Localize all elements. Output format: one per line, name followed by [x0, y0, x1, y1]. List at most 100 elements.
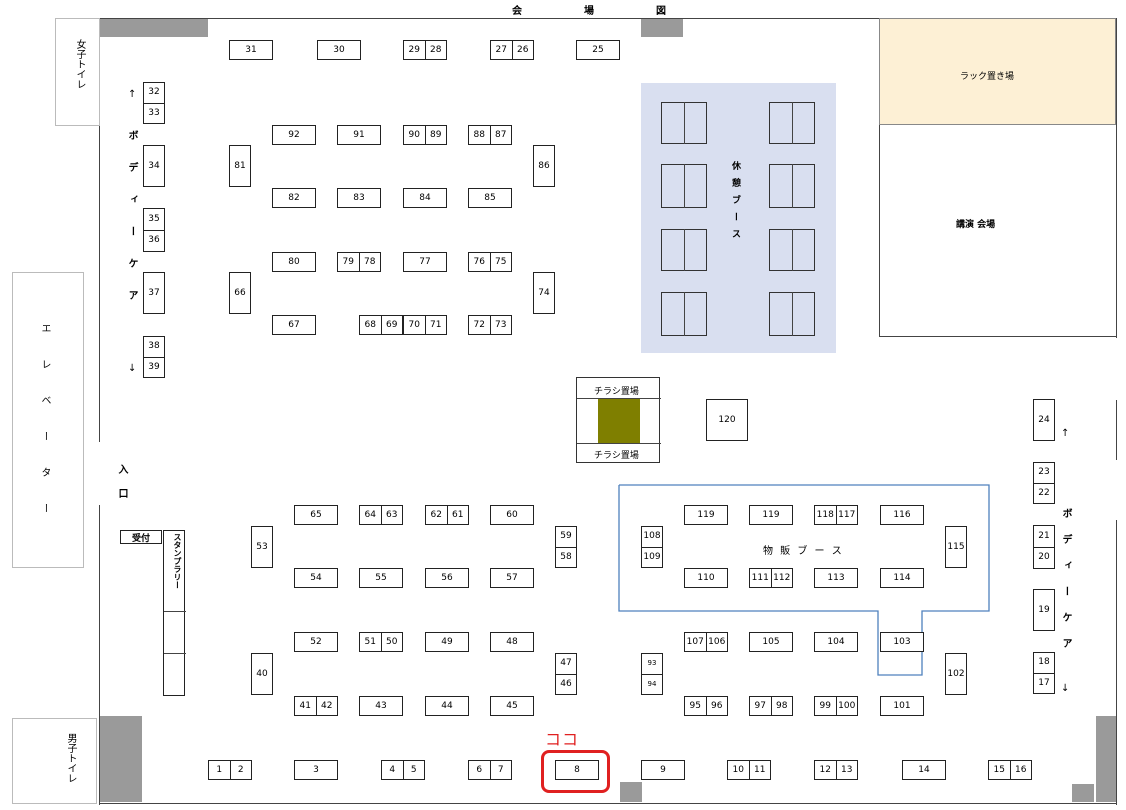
merch-booth-label: 物 販 ブ ー ス: [763, 546, 844, 557]
booth-number: 28: [430, 44, 442, 55]
booth-divider: [1009, 761, 1011, 779]
booth-86[interactable]: 86: [533, 145, 555, 187]
booth-45[interactable]: 45: [490, 696, 534, 716]
booth-60[interactable]: 60: [490, 505, 534, 525]
booth-110[interactable]: 110: [684, 568, 728, 588]
booth-85[interactable]: 85: [468, 188, 512, 208]
booth-31[interactable]: 31: [229, 40, 273, 60]
booth-102[interactable]: 102: [945, 653, 967, 695]
booth-8[interactable]: 8: [555, 760, 599, 780]
booth-65[interactable]: 65: [294, 505, 338, 525]
booth-55[interactable]: 55: [359, 568, 403, 588]
booth-number: 61: [452, 509, 464, 520]
booth-19[interactable]: 19: [1033, 589, 1055, 631]
booth-40[interactable]: 40: [251, 653, 273, 695]
booth-119-a[interactable]: 119: [684, 505, 728, 525]
booth-92[interactable]: 92: [272, 125, 316, 145]
stamp-rally-table[interactable]: スタンプラリー: [163, 530, 186, 696]
booth-83[interactable]: 83: [337, 188, 381, 208]
booth-number: 12: [819, 764, 831, 775]
booth-66[interactable]: 66: [229, 272, 251, 314]
booth-113[interactable]: 113: [814, 568, 858, 588]
booth-101[interactable]: 101: [880, 696, 924, 716]
reception-desk[interactable]: 受付: [120, 530, 162, 544]
booth-number: 80: [288, 256, 300, 267]
booth-114[interactable]: 114: [880, 568, 924, 588]
booth-91[interactable]: 91: [337, 125, 381, 145]
booth-9[interactable]: 9: [641, 760, 685, 780]
booth-82[interactable]: 82: [272, 188, 316, 208]
booth-49[interactable]: 49: [425, 632, 469, 652]
booth-77[interactable]: 77: [403, 252, 447, 272]
booth-34[interactable]: 34: [143, 145, 165, 187]
booth-52[interactable]: 52: [294, 632, 338, 652]
booth-116[interactable]: 116: [880, 505, 924, 525]
booth-54[interactable]: 54: [294, 568, 338, 588]
booth-44[interactable]: 44: [425, 696, 469, 716]
booth-80[interactable]: 80: [272, 252, 316, 272]
booth-56[interactable]: 56: [425, 568, 469, 588]
booth-81[interactable]: 81: [229, 145, 251, 187]
booth-divider: [556, 673, 576, 675]
booth-divider: [770, 697, 772, 715]
booth-53[interactable]: 53: [251, 526, 273, 568]
booth-30[interactable]: 30: [317, 40, 361, 60]
booth-3[interactable]: 3: [294, 760, 338, 780]
booth-57[interactable]: 57: [490, 568, 534, 588]
booth-120[interactable]: 120: [706, 399, 748, 441]
booth-43[interactable]: 43: [359, 696, 403, 716]
booth-number: 25: [592, 44, 604, 55]
booth-number: 2: [237, 764, 244, 775]
booth-48[interactable]: 48: [490, 632, 534, 652]
booth-104[interactable]: 104: [814, 632, 858, 652]
booth-24[interactable]: 24: [1033, 399, 1055, 441]
booth-115[interactable]: 115: [945, 526, 967, 568]
booth-divider: [835, 761, 837, 779]
booth-14[interactable]: 14: [902, 760, 946, 780]
booth-119-b[interactable]: 119: [749, 505, 793, 525]
booth-74[interactable]: 74: [533, 272, 555, 314]
booth-number: 99: [819, 700, 831, 711]
booth-25[interactable]: 25: [576, 40, 620, 60]
booth-37[interactable]: 37: [143, 272, 165, 314]
booth-67[interactable]: 67: [272, 315, 316, 335]
booth-84[interactable]: 84: [403, 188, 447, 208]
booth-103[interactable]: 103: [880, 632, 924, 652]
booth-105[interactable]: 105: [749, 632, 793, 652]
